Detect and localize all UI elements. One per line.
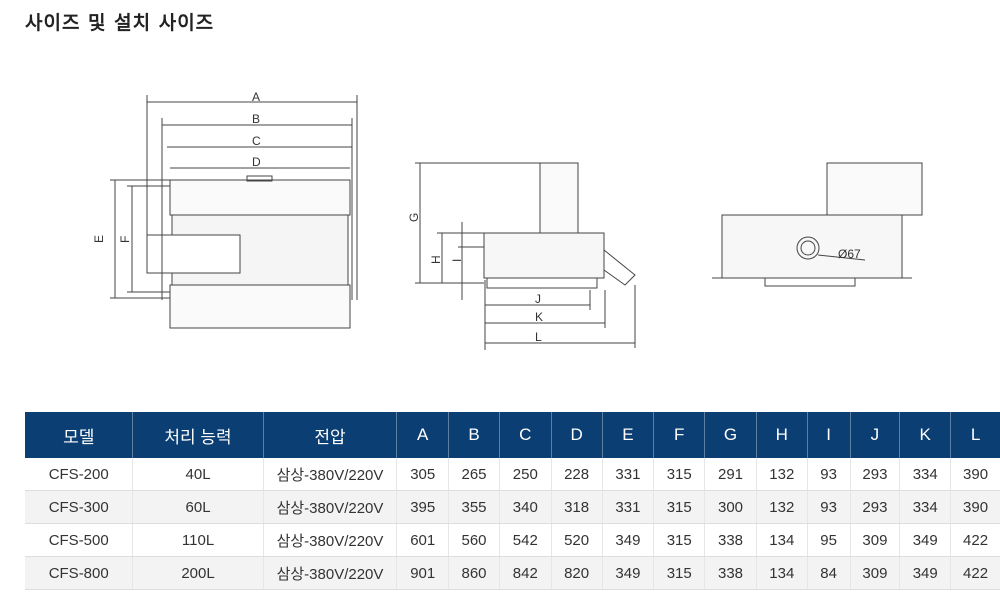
table-header-row: 모델 처리 능력 전압 A B C D E F G H I J K L	[25, 412, 1000, 458]
table-cell: 60L	[132, 490, 264, 524]
col-k: K	[899, 412, 952, 458]
side-view	[415, 162, 636, 350]
dim-label-j: J	[535, 292, 541, 306]
dim-label-b: B	[252, 112, 260, 126]
dim-label-a: A	[252, 90, 260, 104]
table-cell: 601	[396, 523, 450, 557]
table-cell: 93	[807, 490, 851, 524]
col-f: F	[653, 412, 706, 458]
table-cell: 93	[807, 458, 851, 491]
table-cell: 338	[704, 556, 757, 590]
col-j: J	[850, 412, 901, 458]
dim-label-c: C	[252, 134, 261, 148]
table-cell: 331	[602, 458, 655, 491]
dim-label-e: E	[92, 235, 106, 243]
col-d: D	[551, 412, 603, 458]
table-cell: 338	[704, 523, 757, 557]
table-cell: 40L	[132, 458, 264, 491]
col-e: E	[602, 412, 655, 458]
table-cell: 293	[850, 458, 901, 491]
col-h: H	[756, 412, 808, 458]
installation-diagram: A B C D E F G H I J K L Ø67	[92, 90, 923, 350]
col-model: 모델	[25, 412, 134, 458]
table-cell: 334	[899, 458, 952, 491]
table-cell: 134	[756, 556, 808, 590]
table-cell: 395	[396, 490, 450, 524]
table-cell: 820	[551, 556, 603, 590]
table-cell: 349	[602, 523, 655, 557]
table-cell: 860	[448, 556, 500, 590]
table-cell: 134	[756, 523, 808, 557]
col-capacity: 처리 능력	[132, 412, 264, 458]
table-cell: 315	[653, 523, 706, 557]
table-cell: 110L	[132, 523, 264, 557]
table-cell: 315	[653, 458, 706, 491]
col-g: G	[704, 412, 757, 458]
table-cell: 삼상-380V/220V	[263, 458, 398, 491]
col-c: C	[499, 412, 552, 458]
col-i: I	[807, 412, 851, 458]
table-cell: CFS-200	[25, 458, 134, 491]
table-cell: 삼상-380V/220V	[263, 523, 398, 557]
table-cell: 355	[448, 490, 500, 524]
table-cell: 265	[448, 458, 500, 491]
top-view	[712, 162, 923, 287]
col-voltage: 전압	[263, 412, 398, 458]
table-cell: CFS-300	[25, 490, 134, 524]
table-cell: 334	[899, 490, 952, 524]
table-cell: 901	[396, 556, 450, 590]
table-cell: 삼상-380V/220V	[263, 490, 398, 524]
table-cell: 293	[850, 490, 901, 524]
table-cell: CFS-500	[25, 523, 134, 557]
table-cell: 349	[899, 523, 952, 557]
table-cell: 349	[899, 556, 952, 590]
table-cell: 520	[551, 523, 603, 557]
diameter-label: Ø67	[838, 247, 861, 261]
dim-label-f: F	[118, 236, 132, 243]
table-cell: 291	[704, 458, 757, 491]
table-cell: 315	[653, 490, 706, 524]
table-cell: 84	[807, 556, 851, 590]
table-cell: 318	[551, 490, 603, 524]
table-cell: 200L	[132, 556, 264, 590]
col-a: A	[396, 412, 450, 458]
page-title: 사이즈 및 설치 사이즈	[25, 12, 215, 34]
table-cell: 300	[704, 490, 757, 524]
table-cell: CFS-800	[25, 556, 134, 590]
table-cell: 132	[756, 458, 808, 491]
spec-table: 모델 처리 능력 전압 A B C D E F G H I J K L CFS-…	[25, 412, 1000, 590]
dim-label-i: I	[450, 259, 464, 262]
table-cell: 132	[756, 490, 808, 524]
col-b: B	[448, 412, 500, 458]
table-cell: 560	[448, 523, 500, 557]
table-cell: 842	[499, 556, 552, 590]
table-cell: 305	[396, 458, 450, 491]
dim-label-h: H	[429, 255, 443, 264]
table-cell: 422	[950, 556, 1000, 590]
table-cell: 422	[950, 523, 1000, 557]
dim-label-k: K	[535, 310, 543, 324]
table-cell: 390	[950, 458, 1000, 491]
table-cell: 309	[850, 556, 901, 590]
col-l: L	[950, 412, 1000, 458]
table-cell: 349	[602, 556, 655, 590]
dim-label-d: D	[252, 155, 261, 169]
table-cell: 95	[807, 523, 851, 557]
table-cell: 315	[653, 556, 706, 590]
dim-label-l: L	[535, 330, 542, 344]
table-cell: 250	[499, 458, 552, 491]
table-cell: 228	[551, 458, 603, 491]
table-cell: 542	[499, 523, 552, 557]
table-cell: 삼상-380V/220V	[263, 556, 398, 590]
table-cell: 309	[850, 523, 901, 557]
dim-label-g: G	[407, 213, 421, 222]
table-cell: 390	[950, 490, 1000, 524]
table-cell: 340	[499, 490, 552, 524]
front-view	[110, 95, 358, 329]
table-cell: 331	[602, 490, 655, 524]
